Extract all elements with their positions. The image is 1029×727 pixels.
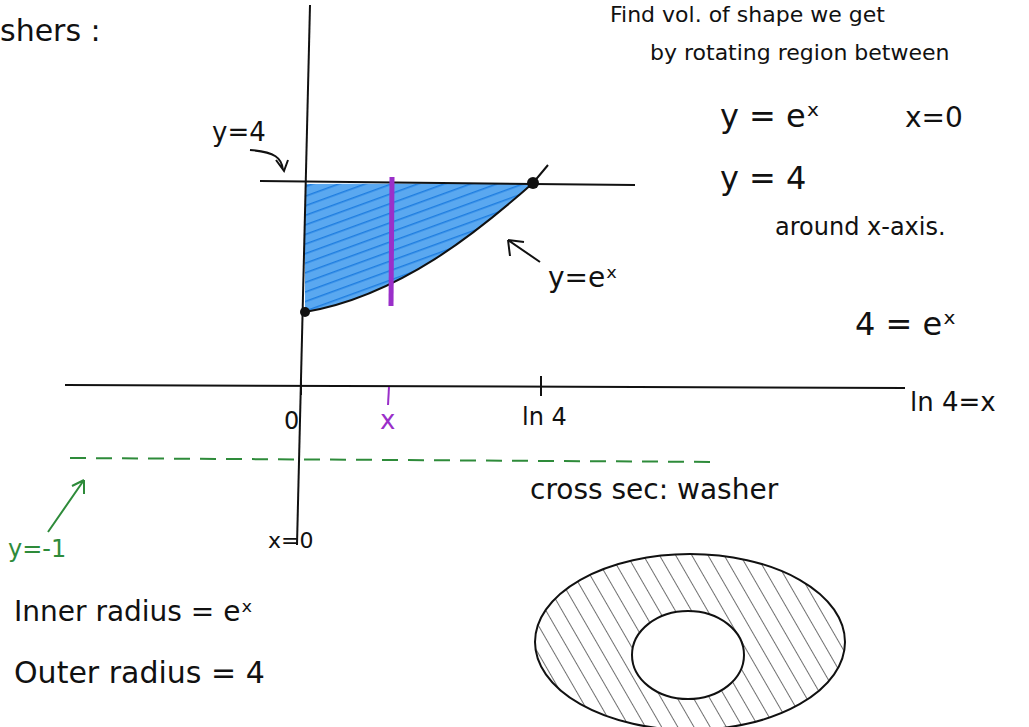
line-y-4 — [260, 181, 635, 185]
point — [527, 177, 539, 189]
curve-label: y=4 — [212, 118, 266, 148]
heading: shers : — [0, 14, 101, 49]
exp-curve — [305, 165, 548, 312]
x-axis — [65, 385, 905, 388]
axis-of-rotation — [70, 458, 720, 462]
equation: ln 4=x — [910, 388, 996, 418]
y-axis — [297, 5, 310, 545]
problem-text: by rotating region between — [650, 40, 949, 65]
slice-line — [391, 177, 392, 306]
tick-label: 0 — [284, 408, 299, 436]
leader-arrow — [508, 240, 540, 262]
tick — [540, 376, 542, 396]
radius-note: Inner radius = eˣ — [14, 596, 253, 628]
problem-text: Find vol. of shape we get — [610, 2, 885, 27]
equation: 4 = eˣ — [855, 306, 956, 343]
tick-label: ln 4 — [522, 404, 567, 432]
tick — [300, 378, 302, 395]
washer-hole — [632, 611, 744, 699]
radius-note: Outer radius = 4 — [14, 656, 265, 691]
shaded-region — [305, 183, 533, 312]
equation: y = 4 — [720, 160, 806, 197]
axis-label: y=-1 — [8, 536, 66, 564]
washer-outer — [535, 554, 845, 727]
axis-label: x=0 — [268, 528, 313, 553]
cross-section-label: cross sec: washer — [530, 474, 778, 506]
leader-arrow — [48, 480, 84, 532]
tick-label: x — [380, 406, 395, 436]
curve-label: y=eˣ — [548, 262, 618, 294]
equation: x=0 — [905, 102, 963, 134]
tick — [388, 387, 389, 405]
point — [300, 307, 310, 317]
leader-arrow — [250, 150, 288, 171]
equation: y = eˣ — [720, 98, 820, 135]
problem-text: around x-axis. — [775, 214, 946, 242]
